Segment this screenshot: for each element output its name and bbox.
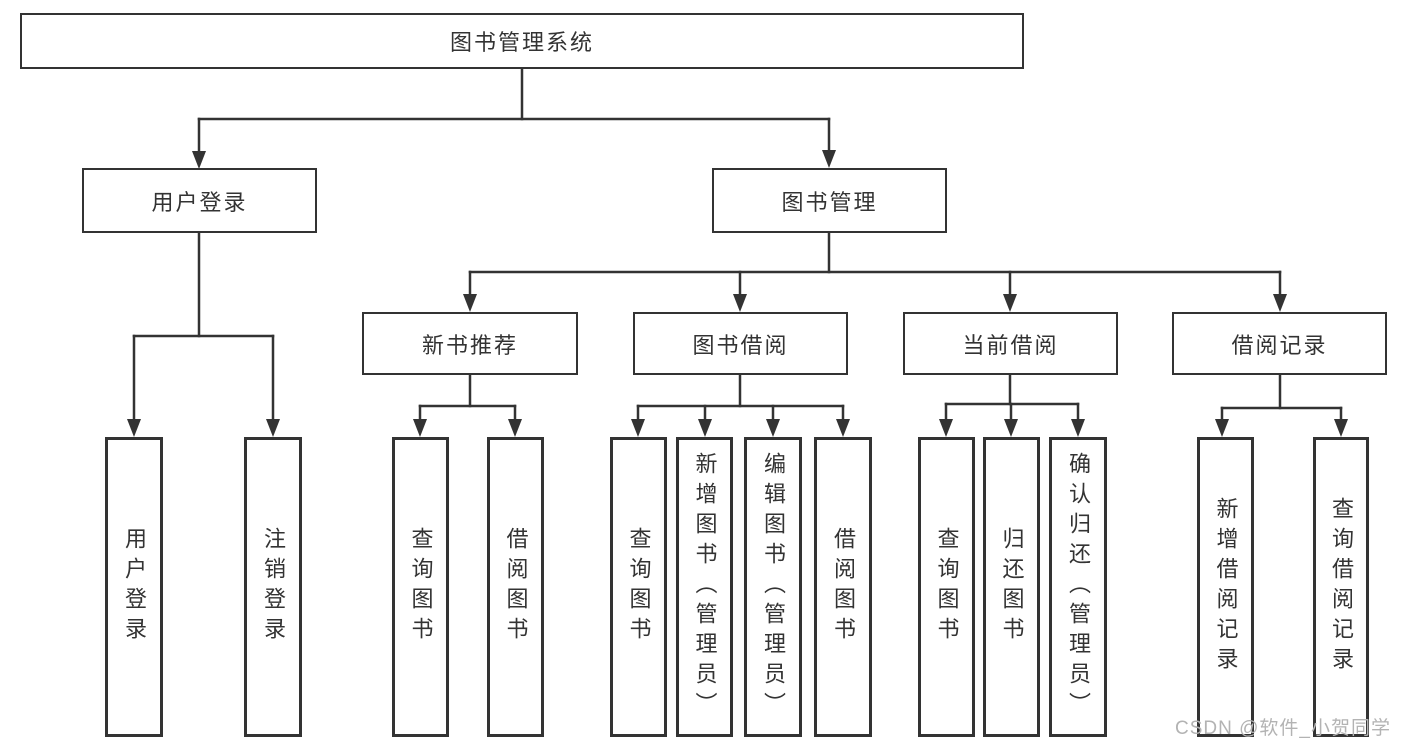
node-library-system: 图书管理系统 bbox=[20, 13, 1024, 69]
leaf-user-login-label: 用户登录 bbox=[122, 527, 147, 647]
node-user-login-label: 用户登录 bbox=[151, 189, 248, 215]
node-new-book-recommend-label: 新书推荐 bbox=[421, 332, 518, 358]
arrowhead bbox=[733, 294, 747, 312]
leaf-borrow-add-books-admin-label: 新增图书（管理员） bbox=[692, 452, 718, 722]
arrowhead bbox=[127, 419, 141, 437]
arrowhead bbox=[939, 419, 953, 437]
arrowhead bbox=[1273, 294, 1287, 312]
leaf-newbook-query-books-label: 查询图书 bbox=[408, 527, 434, 647]
leaf-logout-label: 注销登录 bbox=[261, 527, 286, 647]
arrowhead bbox=[698, 419, 712, 437]
leaf-current-confirm-return-admin-label: 确认归还（管理员） bbox=[1066, 452, 1091, 722]
node-user-login: 用户登录 bbox=[82, 168, 317, 233]
leaf-current-return-books-label: 归还图书 bbox=[999, 527, 1025, 647]
leaf-borrow-borrow-books: 借阅图书 bbox=[814, 437, 872, 737]
leaf-borrow-borrow-books-label: 借阅图书 bbox=[831, 527, 856, 647]
arrowhead bbox=[463, 294, 477, 312]
arrowhead bbox=[413, 419, 427, 437]
arrowhead bbox=[192, 151, 206, 169]
leaf-current-query-books: 查询图书 bbox=[918, 437, 975, 737]
leaf-newbook-query-books: 查询图书 bbox=[392, 437, 449, 737]
leaf-current-query-books-label: 查询图书 bbox=[934, 527, 960, 647]
leaf-records-add-record-label: 新增借阅记录 bbox=[1213, 497, 1239, 677]
arrowhead bbox=[1004, 419, 1018, 437]
node-book-management-label: 图书管理 bbox=[781, 189, 878, 215]
arrowheads bbox=[127, 150, 1348, 437]
leaf-borrow-edit-books-admin: 编辑图书（管理员） bbox=[744, 437, 802, 737]
node-new-book-recommend: 新书推荐 bbox=[362, 312, 578, 375]
leaf-borrow-edit-books-admin-label: 编辑图书（管理员） bbox=[761, 452, 786, 722]
leaf-borrow-query-books-label: 查询图书 bbox=[626, 527, 652, 647]
leaf-records-add-record: 新增借阅记录 bbox=[1197, 437, 1254, 737]
leaf-records-query-record-label: 查询借阅记录 bbox=[1329, 497, 1354, 677]
leaf-records-query-record: 查询借阅记录 bbox=[1313, 437, 1369, 737]
arrowhead bbox=[1003, 294, 1017, 312]
leaf-user-login: 用户登录 bbox=[105, 437, 163, 737]
arrowhead bbox=[266, 419, 280, 437]
arrowhead bbox=[631, 419, 645, 437]
arrowhead bbox=[1071, 419, 1085, 437]
arrowhead bbox=[508, 419, 522, 437]
leaf-logout: 注销登录 bbox=[244, 437, 302, 737]
leaf-newbook-borrow-books-label: 借阅图书 bbox=[503, 527, 529, 647]
arrowhead bbox=[1334, 419, 1348, 437]
node-book-borrow: 图书借阅 bbox=[633, 312, 848, 375]
leaf-current-return-books: 归还图书 bbox=[983, 437, 1040, 737]
node-library-system-label: 图书管理系统 bbox=[449, 30, 594, 55]
leaf-newbook-borrow-books: 借阅图书 bbox=[487, 437, 544, 737]
csdn-watermark: CSDN @软件_小贺同学 bbox=[1175, 718, 1391, 739]
node-borrow-records-label: 借阅记录 bbox=[1231, 332, 1328, 358]
leaf-current-confirm-return-admin: 确认归还（管理员） bbox=[1049, 437, 1107, 737]
node-book-borrow-label: 图书借阅 bbox=[692, 332, 789, 358]
node-current-borrow-label: 当前借阅 bbox=[962, 332, 1059, 358]
arrowhead bbox=[766, 419, 780, 437]
node-borrow-records: 借阅记录 bbox=[1172, 312, 1387, 375]
leaf-borrow-query-books: 查询图书 bbox=[610, 437, 667, 737]
arrowhead bbox=[822, 150, 836, 168]
node-book-management: 图书管理 bbox=[712, 168, 947, 233]
node-current-borrow: 当前借阅 bbox=[903, 312, 1118, 375]
arrowhead bbox=[836, 419, 850, 437]
arrowhead bbox=[1215, 419, 1229, 437]
leaf-borrow-add-books-admin: 新增图书（管理员） bbox=[676, 437, 733, 737]
